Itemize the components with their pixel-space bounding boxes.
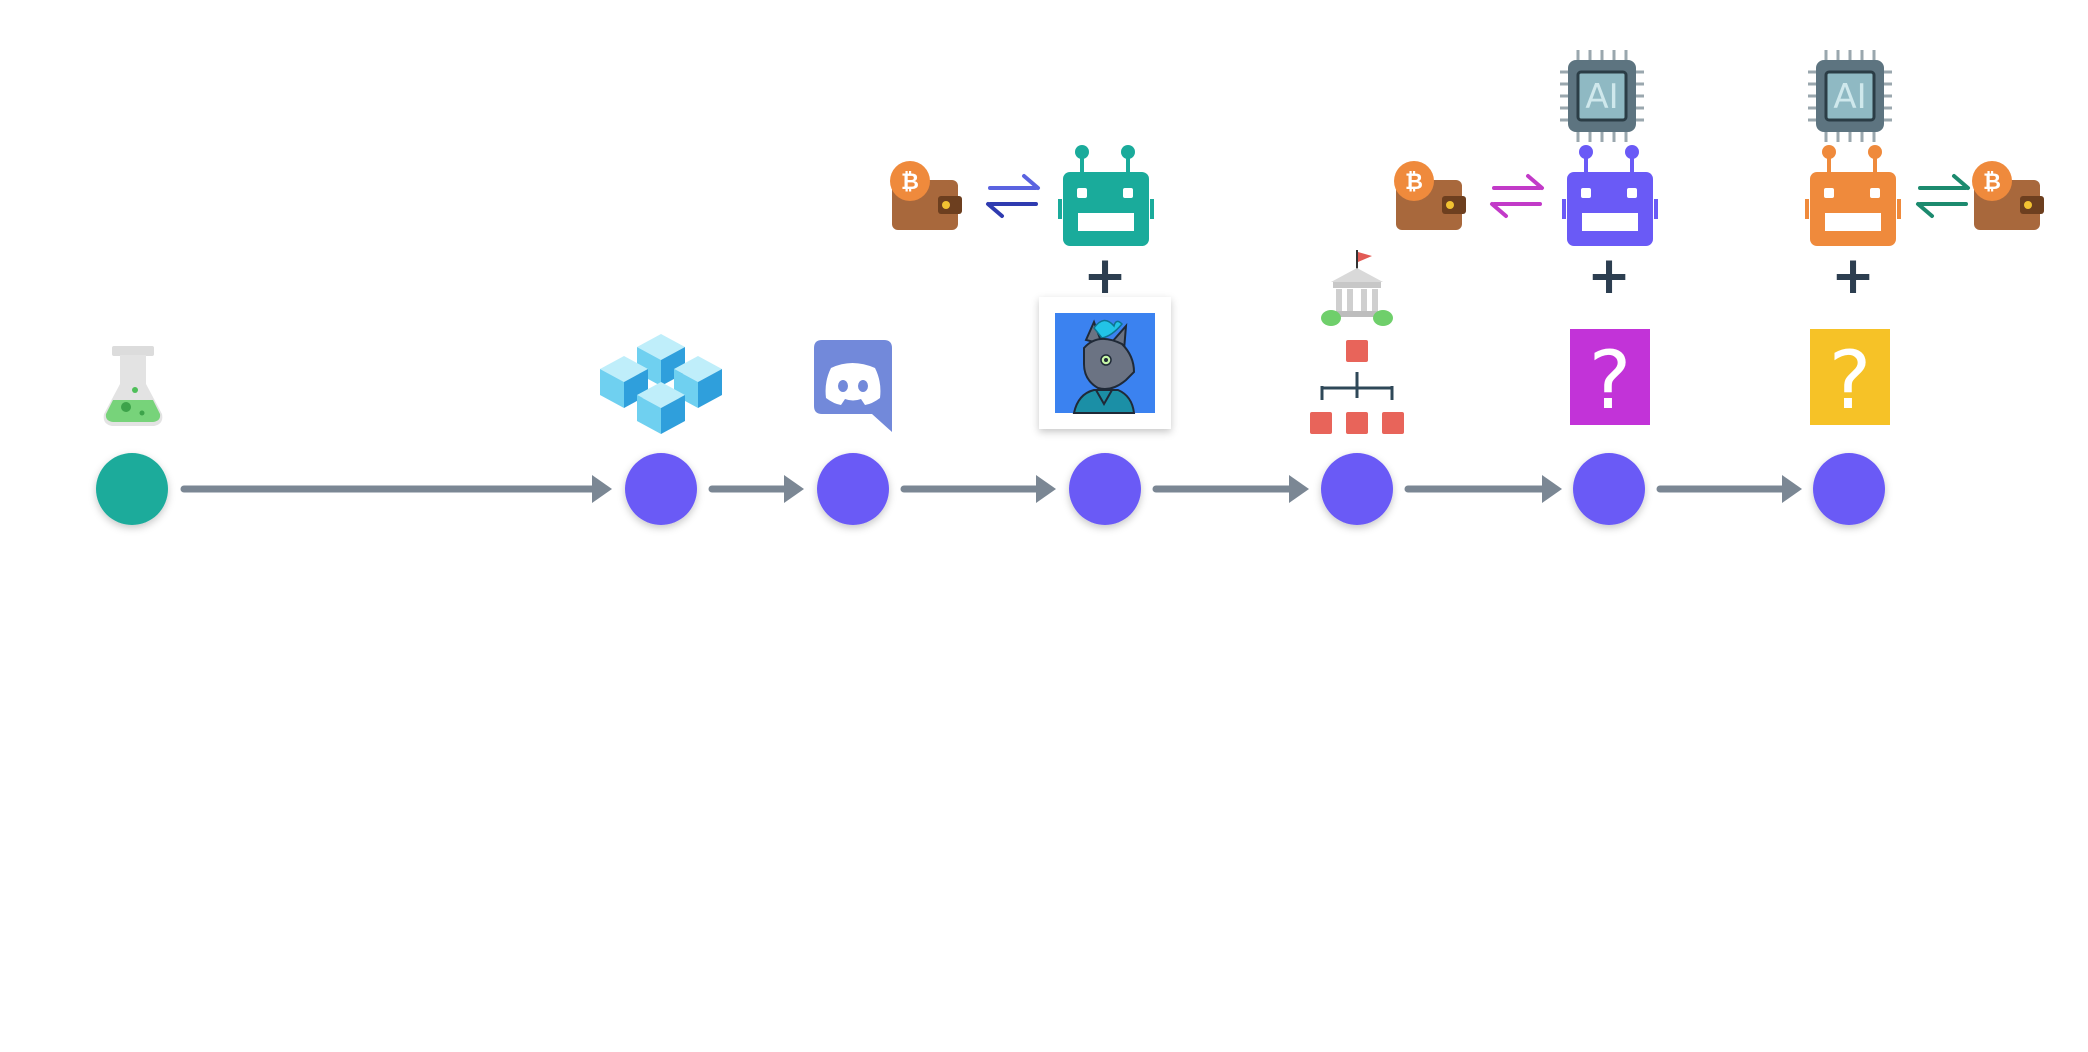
plus-sign: +: [1587, 246, 1631, 306]
arrow-5: [1404, 475, 1562, 503]
arrow-4: [1152, 475, 1309, 503]
ai-chip-label-1: AI: [1585, 77, 1618, 117]
ai-chip-icon: AI: [1560, 50, 1644, 142]
arrow-2: [708, 475, 804, 503]
question-mark-1: ?: [1589, 334, 1631, 427]
mystery-box-icon[interactable]: ?: [1570, 329, 1650, 427]
discord-icon[interactable]: [814, 340, 892, 432]
bitcoin-symbol: ₿: [901, 170, 919, 195]
timeline-node[interactable]: [817, 453, 889, 525]
swap-arrows-icon: [986, 174, 1040, 218]
timeline-nodes: [96, 453, 1885, 525]
timeline-node[interactable]: [1069, 453, 1141, 525]
bitcoin-symbol: ₿: [1405, 170, 1423, 195]
dao-org-icon: [1310, 250, 1404, 434]
robot-icon-purple: [1562, 145, 1658, 246]
swap-arrows-icon: [1916, 174, 1970, 218]
timeline-node[interactable]: [1321, 453, 1393, 525]
plus-sign: +: [1831, 246, 1875, 306]
timeline-node[interactable]: [1813, 453, 1885, 525]
robot-icon-teal: [1058, 145, 1154, 246]
question-mark-2: ?: [1829, 334, 1871, 427]
robot-icon-orange: [1805, 145, 1901, 246]
mystery-box-icon[interactable]: ?: [1810, 329, 1890, 427]
flask-icon: [103, 346, 163, 426]
bitcoin-wallet-icon: ₿: [1394, 161, 1466, 230]
cubes-icon: [600, 334, 722, 434]
arrow-6: [1656, 475, 1802, 503]
swap-arrows-icon: [1490, 174, 1544, 218]
timeline-node[interactable]: [1573, 453, 1645, 525]
bitcoin-wallet-icon: ₿: [1972, 161, 2044, 230]
bitcoin-wallet-icon: ₿: [890, 161, 962, 230]
start-node[interactable]: [96, 453, 168, 525]
timeline-node[interactable]: [625, 453, 697, 525]
timeline-arrows: [180, 475, 1802, 503]
plus-sign: +: [1083, 246, 1127, 306]
arrow-3: [900, 475, 1056, 503]
ai-chip-icon: AI: [1808, 50, 1892, 142]
bitcoin-symbol: ₿: [1983, 170, 2001, 195]
arrow-1: [180, 475, 612, 503]
ai-chip-label-2: AI: [1833, 77, 1866, 117]
nft-avatar-icon[interactable]: [1039, 297, 1171, 429]
